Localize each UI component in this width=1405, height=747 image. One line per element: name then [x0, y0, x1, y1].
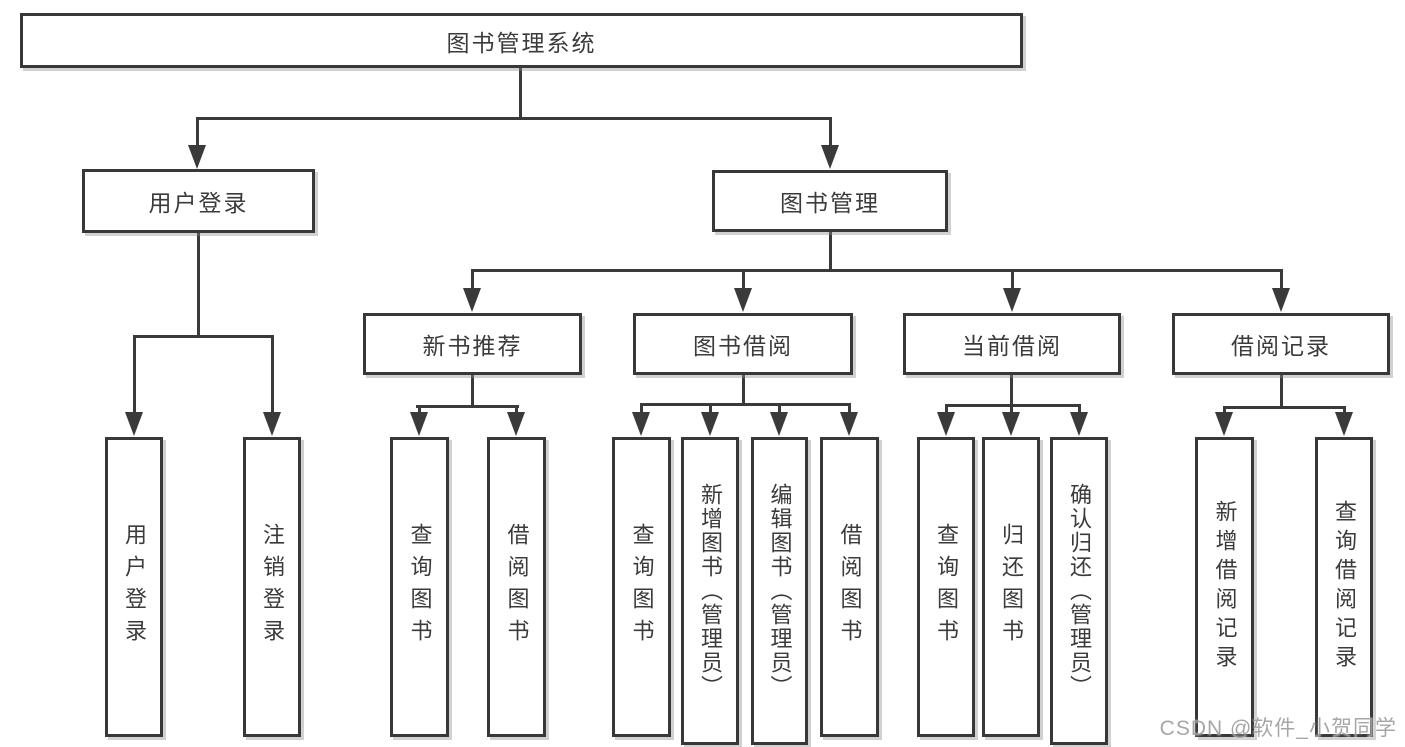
connector-segment-book-borrowing-to-leaves [777, 404, 781, 418]
node-leaf-logout: 注销登录 [243, 437, 301, 737]
node-leaf-query-book-2: 查询图书 [612, 437, 671, 737]
connector-segment-book-management-to-level3 [470, 268, 1283, 272]
arrowhead-down-icon [1002, 412, 1020, 436]
node-leaf-user-login: 用户登录 [105, 437, 163, 737]
node-root: 图书管理系统 [20, 13, 1023, 68]
connector-segment-book-borrowing-to-leaves [741, 375, 745, 404]
arrowhead-down-icon [410, 412, 428, 436]
arrowhead-down-icon [821, 145, 839, 169]
connector-segment-root-to-level2 [828, 118, 832, 150]
arrowhead-down-icon [701, 412, 719, 436]
node-leaf-borrow-book-2: 借阅图书 [820, 437, 879, 737]
connector-segment-new-book-recommend-to-leaves [415, 404, 519, 408]
connector-segment-root-to-level2 [195, 118, 199, 150]
connector-segment-book-management-to-level3 [470, 270, 474, 294]
arrowhead-down-icon [937, 412, 955, 436]
connector-segment-current-borrowing-to-leaves [1009, 375, 1013, 405]
connector-segment-root-to-level2 [518, 68, 522, 118]
arrowhead-down-icon [1272, 288, 1290, 312]
node-leaf-add-borrow-rec: 新增借阅记录 [1195, 437, 1254, 737]
node-leaf-edit-book-admin: 编辑图书（管理员） [751, 437, 808, 745]
arrowhead-down-icon [734, 288, 752, 312]
csdn-watermark: CSDN @软件_小贺同学 [1159, 717, 1397, 740]
node-borrowing-records: 借阅记录 [1172, 313, 1390, 375]
connector-segment-borrowing-records-to-leaves [1222, 405, 1346, 409]
arrowhead-down-icon [1070, 412, 1088, 436]
node-leaf-add-book-admin: 新增图书（管理员） [681, 437, 739, 745]
arrowhead-down-icon [507, 412, 525, 436]
connector-segment-current-borrowing-to-leaves [944, 405, 948, 418]
connector-segment-current-borrowing-to-leaves [944, 403, 1081, 407]
arrowhead-down-icon [840, 412, 858, 436]
node-leaf-query-borrow-rec: 查询借阅记录 [1315, 437, 1373, 737]
arrowhead-down-icon [1003, 288, 1021, 312]
arrowhead-down-icon [188, 145, 206, 169]
connector-segment-book-borrowing-to-leaves [847, 404, 851, 418]
connector-segment-root-to-level2 [195, 116, 832, 120]
node-book-management: 图书管理 [712, 170, 948, 232]
node-new-book-recommend: 新书推荐 [363, 313, 582, 375]
node-current-borrowing: 当前借阅 [903, 313, 1121, 375]
connector-segment-user-login-to-leaves [196, 233, 200, 336]
connector-segment-book-management-to-level3 [828, 232, 832, 270]
arrowhead-down-icon [125, 412, 143, 436]
arrowhead-down-icon [1335, 412, 1353, 436]
connector-segment-current-borrowing-to-leaves [1077, 405, 1081, 418]
connector-segment-new-book-recommend-to-leaves [470, 375, 474, 406]
arrowhead-down-icon [463, 288, 481, 312]
connector-segment-book-management-to-level3 [1010, 270, 1014, 294]
node-leaf-return-book: 归还图书 [982, 437, 1040, 737]
node-leaf-borrow-book-1: 借阅图书 [487, 437, 546, 737]
connector-segment-book-management-to-level3 [741, 270, 745, 294]
arrowhead-down-icon [770, 412, 788, 436]
connector-segment-user-login-to-leaves [132, 336, 136, 418]
node-user-login: 用户登录 [82, 169, 315, 233]
connector-segment-user-login-to-leaves [132, 334, 274, 338]
connector-segment-current-borrowing-to-leaves [1009, 405, 1013, 418]
connector-segment-book-borrowing-to-leaves [639, 402, 851, 406]
node-book-borrowing: 图书借阅 [633, 313, 853, 375]
arrowhead-down-icon [263, 412, 281, 436]
node-leaf-confirm-return: 确认归还（管理员） [1050, 437, 1108, 745]
connector-segment-book-borrowing-to-leaves [708, 404, 712, 418]
node-leaf-query-book-1: 查询图书 [390, 437, 449, 737]
connector-segment-book-management-to-level3 [1279, 270, 1283, 294]
connector-segment-user-login-to-leaves [270, 336, 274, 418]
arrowhead-down-icon [632, 412, 650, 436]
connector-segment-book-borrowing-to-leaves [639, 404, 643, 418]
node-leaf-query-book-3: 查询图书 [917, 437, 975, 737]
connector-segment-borrowing-records-to-leaves [1279, 375, 1283, 407]
arrowhead-down-icon [1215, 412, 1233, 436]
